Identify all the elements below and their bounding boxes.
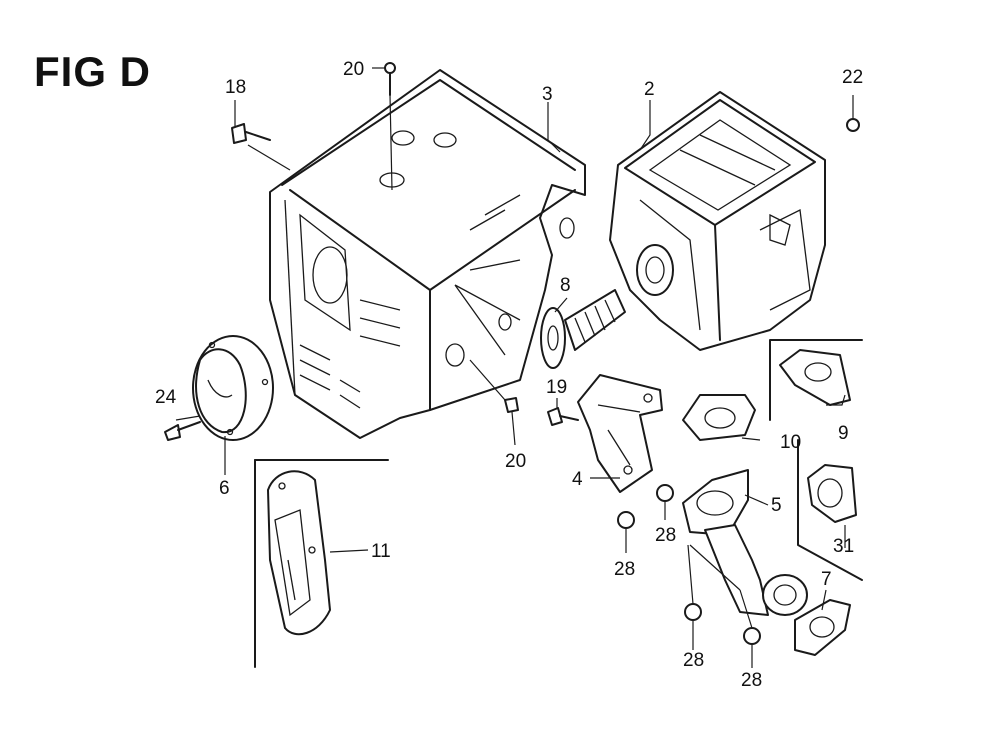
fasteners [164,62,860,645]
gasket-part-31 [797,439,863,581]
gasket-part-7 [794,599,851,656]
callout-20-bottom: 20 [505,451,527,472]
callout-28-d: 28 [741,670,763,691]
gasket-part-9 [769,339,863,421]
callout-7: 7 [821,569,832,590]
bracket-part-4 [577,374,663,493]
muffler-protector-part-3 [269,69,586,439]
exhaust-deflector-part-6 [192,335,274,441]
callout-9: 9 [838,423,849,444]
gasket-part-10 [682,394,756,441]
callout-8: 8 [560,275,571,296]
callout-28-a: 28 [655,525,677,546]
exhaust-guard-part-11 [254,459,389,668]
callout-11: 11 [371,541,391,562]
callout-10: 10 [780,432,802,453]
callout-2: 2 [644,79,655,100]
callout-31: 31 [833,536,855,557]
muffler-part-2 [609,91,826,351]
callout-19: 19 [546,377,568,398]
callout-20-top: 20 [343,59,365,80]
callout-28-b: 28 [614,559,636,580]
exhaust-pipe-part-5 [682,469,808,616]
callout-5: 5 [771,495,782,516]
callout-24: 24 [155,387,177,408]
callout-22: 22 [842,67,864,88]
callout-6: 6 [219,478,230,499]
leader-lines [175,67,854,668]
spark-arrester-part-8 [540,289,626,369]
figure-title: FIG D [34,48,151,95]
callout-18: 18 [225,77,247,98]
callout-3: 3 [542,84,553,105]
callout-4: 4 [572,469,583,490]
callout-28-c: 28 [683,650,705,671]
